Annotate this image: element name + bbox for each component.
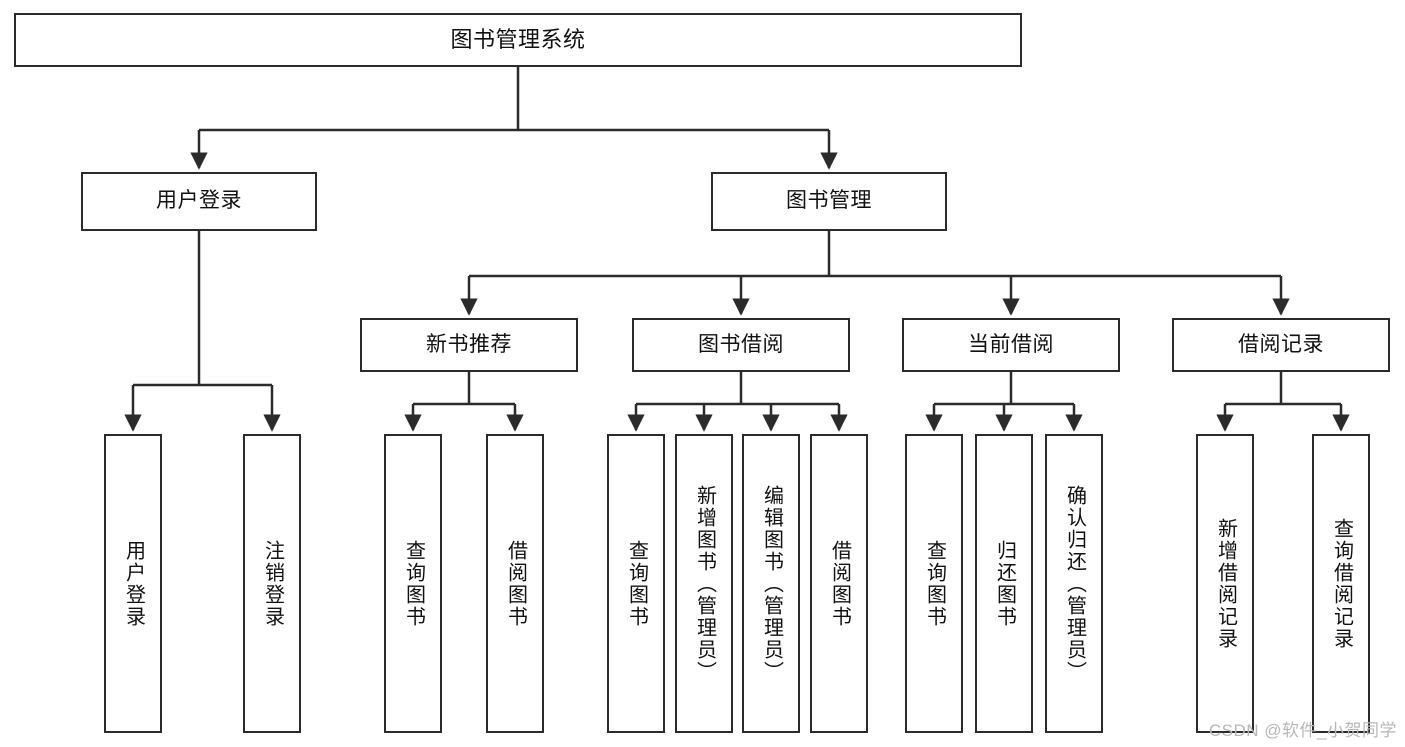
leaf-user-login[interactable]: 用户登录 — [104, 434, 162, 733]
leaf-edit-book[interactable]: 编辑图书（管理员） — [742, 434, 800, 733]
leaf-return-book-label: 归还图书 — [993, 539, 1016, 628]
leaf-confirm-return-label: 确认归还（管理员） — [1063, 484, 1086, 683]
watermark: CSDN @软件_小贺同学 — [1208, 721, 1397, 740]
leaf-query-borrow-record[interactable]: 查询借阅记录 — [1312, 434, 1370, 733]
leaf-query-book-recommend-label: 查询图书 — [402, 539, 425, 628]
leaf-query-book-current-label: 查询图书 — [923, 539, 946, 628]
node-user-login[interactable]: 用户登录 — [81, 172, 317, 231]
leaf-borrow-book-recommend[interactable]: 借阅图书 — [486, 434, 544, 733]
node-book-borrow-label: 图书借阅 — [698, 332, 784, 356]
node-new-book-recommend-label: 新书推荐 — [426, 332, 512, 356]
leaf-return-book[interactable]: 归还图书 — [975, 434, 1033, 733]
leaf-query-book-recommend[interactable]: 查询图书 — [384, 434, 442, 733]
leaf-borrow-book-borrow-label: 借阅图书 — [828, 539, 851, 628]
node-current-borrow-label: 当前借阅 — [968, 332, 1054, 356]
node-root[interactable]: 图书管理系统 — [14, 13, 1022, 67]
leaf-confirm-return[interactable]: 确认归还（管理员） — [1045, 434, 1103, 733]
leaf-user-login-label: 用户登录 — [122, 539, 145, 628]
node-borrow-record[interactable]: 借阅记录 — [1172, 318, 1390, 372]
leaf-add-borrow-record[interactable]: 新增借阅记录 — [1196, 434, 1254, 733]
node-book-manage[interactable]: 图书管理 — [711, 172, 947, 231]
leaf-add-book-label: 新增图书（管理员） — [693, 484, 716, 683]
leaf-user-logout-label: 注销登录 — [261, 539, 284, 628]
leaf-add-borrow-record-label: 新增借阅记录 — [1214, 517, 1237, 650]
leaf-borrow-book-recommend-label: 借阅图书 — [504, 539, 527, 628]
node-current-borrow[interactable]: 当前借阅 — [902, 318, 1120, 372]
leaf-add-book[interactable]: 新增图书（管理员） — [675, 434, 733, 733]
node-book-borrow[interactable]: 图书借阅 — [632, 318, 850, 372]
leaf-query-borrow-record-label: 查询借阅记录 — [1330, 517, 1353, 650]
node-user-login-label: 用户登录 — [156, 189, 242, 213]
leaf-query-book-borrow-label: 查询图书 — [625, 539, 648, 628]
node-book-manage-label: 图书管理 — [786, 189, 872, 213]
leaf-query-book-current[interactable]: 查询图书 — [905, 434, 963, 733]
leaf-query-book-borrow[interactable]: 查询图书 — [607, 434, 665, 733]
leaf-borrow-book-borrow[interactable]: 借阅图书 — [810, 434, 868, 733]
node-root-label: 图书管理系统 — [450, 27, 586, 53]
node-new-book-recommend[interactable]: 新书推荐 — [360, 318, 578, 372]
leaf-edit-book-label: 编辑图书（管理员） — [760, 484, 783, 683]
node-borrow-record-label: 借阅记录 — [1238, 332, 1324, 356]
leaf-user-logout[interactable]: 注销登录 — [243, 434, 301, 733]
